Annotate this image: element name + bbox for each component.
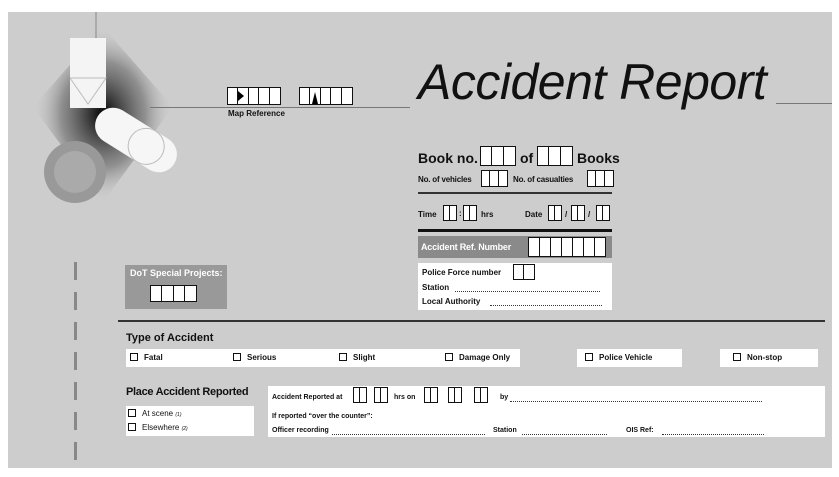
- books-total-input[interactable]: [536, 146, 573, 166]
- book-no-input[interactable]: [479, 146, 516, 166]
- arrow-right-icon: [238, 91, 244, 101]
- option-slight[interactable]: Slight: [339, 353, 375, 362]
- time-label: Time: [418, 210, 437, 219]
- checkbox[interactable]: [445, 353, 453, 361]
- accident-ref-input[interactable]: [527, 237, 606, 257]
- time-separator: :: [459, 209, 462, 218]
- checkbox[interactable]: [339, 353, 347, 361]
- option-elsewhere[interactable]: Elsewhere (2): [128, 423, 188, 432]
- police-force-label: Police Force number: [422, 268, 502, 277]
- book-no-label: Book no.: [418, 150, 478, 166]
- ois-ref-field[interactable]: [662, 434, 764, 435]
- map-ref-easting[interactable]: [226, 87, 281, 105]
- time-minutes-input[interactable]: [462, 205, 477, 221]
- dot-projects-input[interactable]: [149, 285, 197, 302]
- counter-station-field[interactable]: [522, 434, 607, 435]
- police-force-input[interactable]: [512, 264, 535, 280]
- time-hours-input[interactable]: [442, 205, 457, 221]
- vehicle-capsule-icon: [95, 107, 177, 173]
- local-authority-label: Local Authority: [422, 297, 481, 306]
- type-of-accident-heading: Type of Accident: [126, 332, 214, 344]
- books-label: Books: [577, 150, 620, 166]
- hrs-on-label: hrs on: [394, 394, 416, 401]
- reported-at-label: Accident Reported at: [272, 394, 343, 401]
- checkbox[interactable]: [130, 353, 138, 361]
- officer-recording-field[interactable]: [332, 434, 485, 435]
- option-fatal[interactable]: Fatal: [130, 353, 163, 362]
- vehicle-rect-icon: [70, 38, 106, 108]
- date-label: Date: [525, 210, 543, 219]
- checkbox[interactable]: [733, 353, 741, 361]
- over-counter-label: If reported “over the counter”:: [272, 413, 373, 420]
- reported-day-input[interactable]: [423, 387, 438, 403]
- date-sep: /: [565, 210, 568, 219]
- reported-minutes-input[interactable]: [373, 387, 388, 403]
- date-month-input[interactable]: [570, 205, 585, 221]
- accident-ref-label: Accident Ref. Number: [421, 242, 512, 252]
- checkbox[interactable]: [128, 423, 136, 431]
- option-serious[interactable]: Serious: [233, 353, 276, 362]
- checkbox[interactable]: [128, 409, 136, 417]
- vehicles-label: No. of vehicles: [418, 175, 472, 184]
- date-year-input[interactable]: [595, 205, 610, 221]
- place-reported-heading: Place Accident Reported: [126, 386, 249, 398]
- arrow-up-icon: [312, 92, 318, 104]
- map-reference-label: Map Reference: [228, 109, 285, 118]
- dot-label: DoT Special Projects:: [130, 268, 223, 278]
- reported-month-input[interactable]: [447, 387, 462, 403]
- option-police-vehicle[interactable]: Police Vehicle: [585, 353, 652, 362]
- station-label: Station: [422, 283, 450, 292]
- option-non-stop[interactable]: Non-stop: [733, 353, 782, 362]
- date-sep: /: [588, 210, 591, 219]
- road-junction-graphic: [33, 12, 177, 203]
- reported-hours-input[interactable]: [352, 387, 367, 403]
- checkbox[interactable]: [585, 353, 593, 361]
- local-authority-field[interactable]: [490, 305, 602, 306]
- date-day-input[interactable]: [547, 205, 562, 221]
- option-at-scene[interactable]: At scene (1): [128, 409, 182, 418]
- hrs-label: hrs: [481, 210, 494, 219]
- officer-recording-label: Officer recording: [272, 427, 329, 434]
- station-field[interactable]: [455, 291, 600, 292]
- casualties-label: No. of casualties: [513, 175, 574, 184]
- by-label: by: [500, 394, 509, 401]
- reported-by-field[interactable]: [510, 401, 762, 402]
- reported-year-input[interactable]: [473, 387, 488, 403]
- ois-ref-label: OIS Ref:: [626, 427, 654, 434]
- casualties-input[interactable]: [586, 170, 614, 187]
- type-options-box: [126, 349, 520, 367]
- of-label: of: [520, 150, 534, 166]
- option-damage-only[interactable]: Damage Only: [445, 353, 510, 362]
- vehicles-input[interactable]: [480, 170, 508, 187]
- checkbox[interactable]: [233, 353, 241, 361]
- page-title: Accident Report: [418, 54, 767, 110]
- counter-station-label: Station: [493, 427, 517, 434]
- map-ref-northing[interactable]: [298, 87, 353, 105]
